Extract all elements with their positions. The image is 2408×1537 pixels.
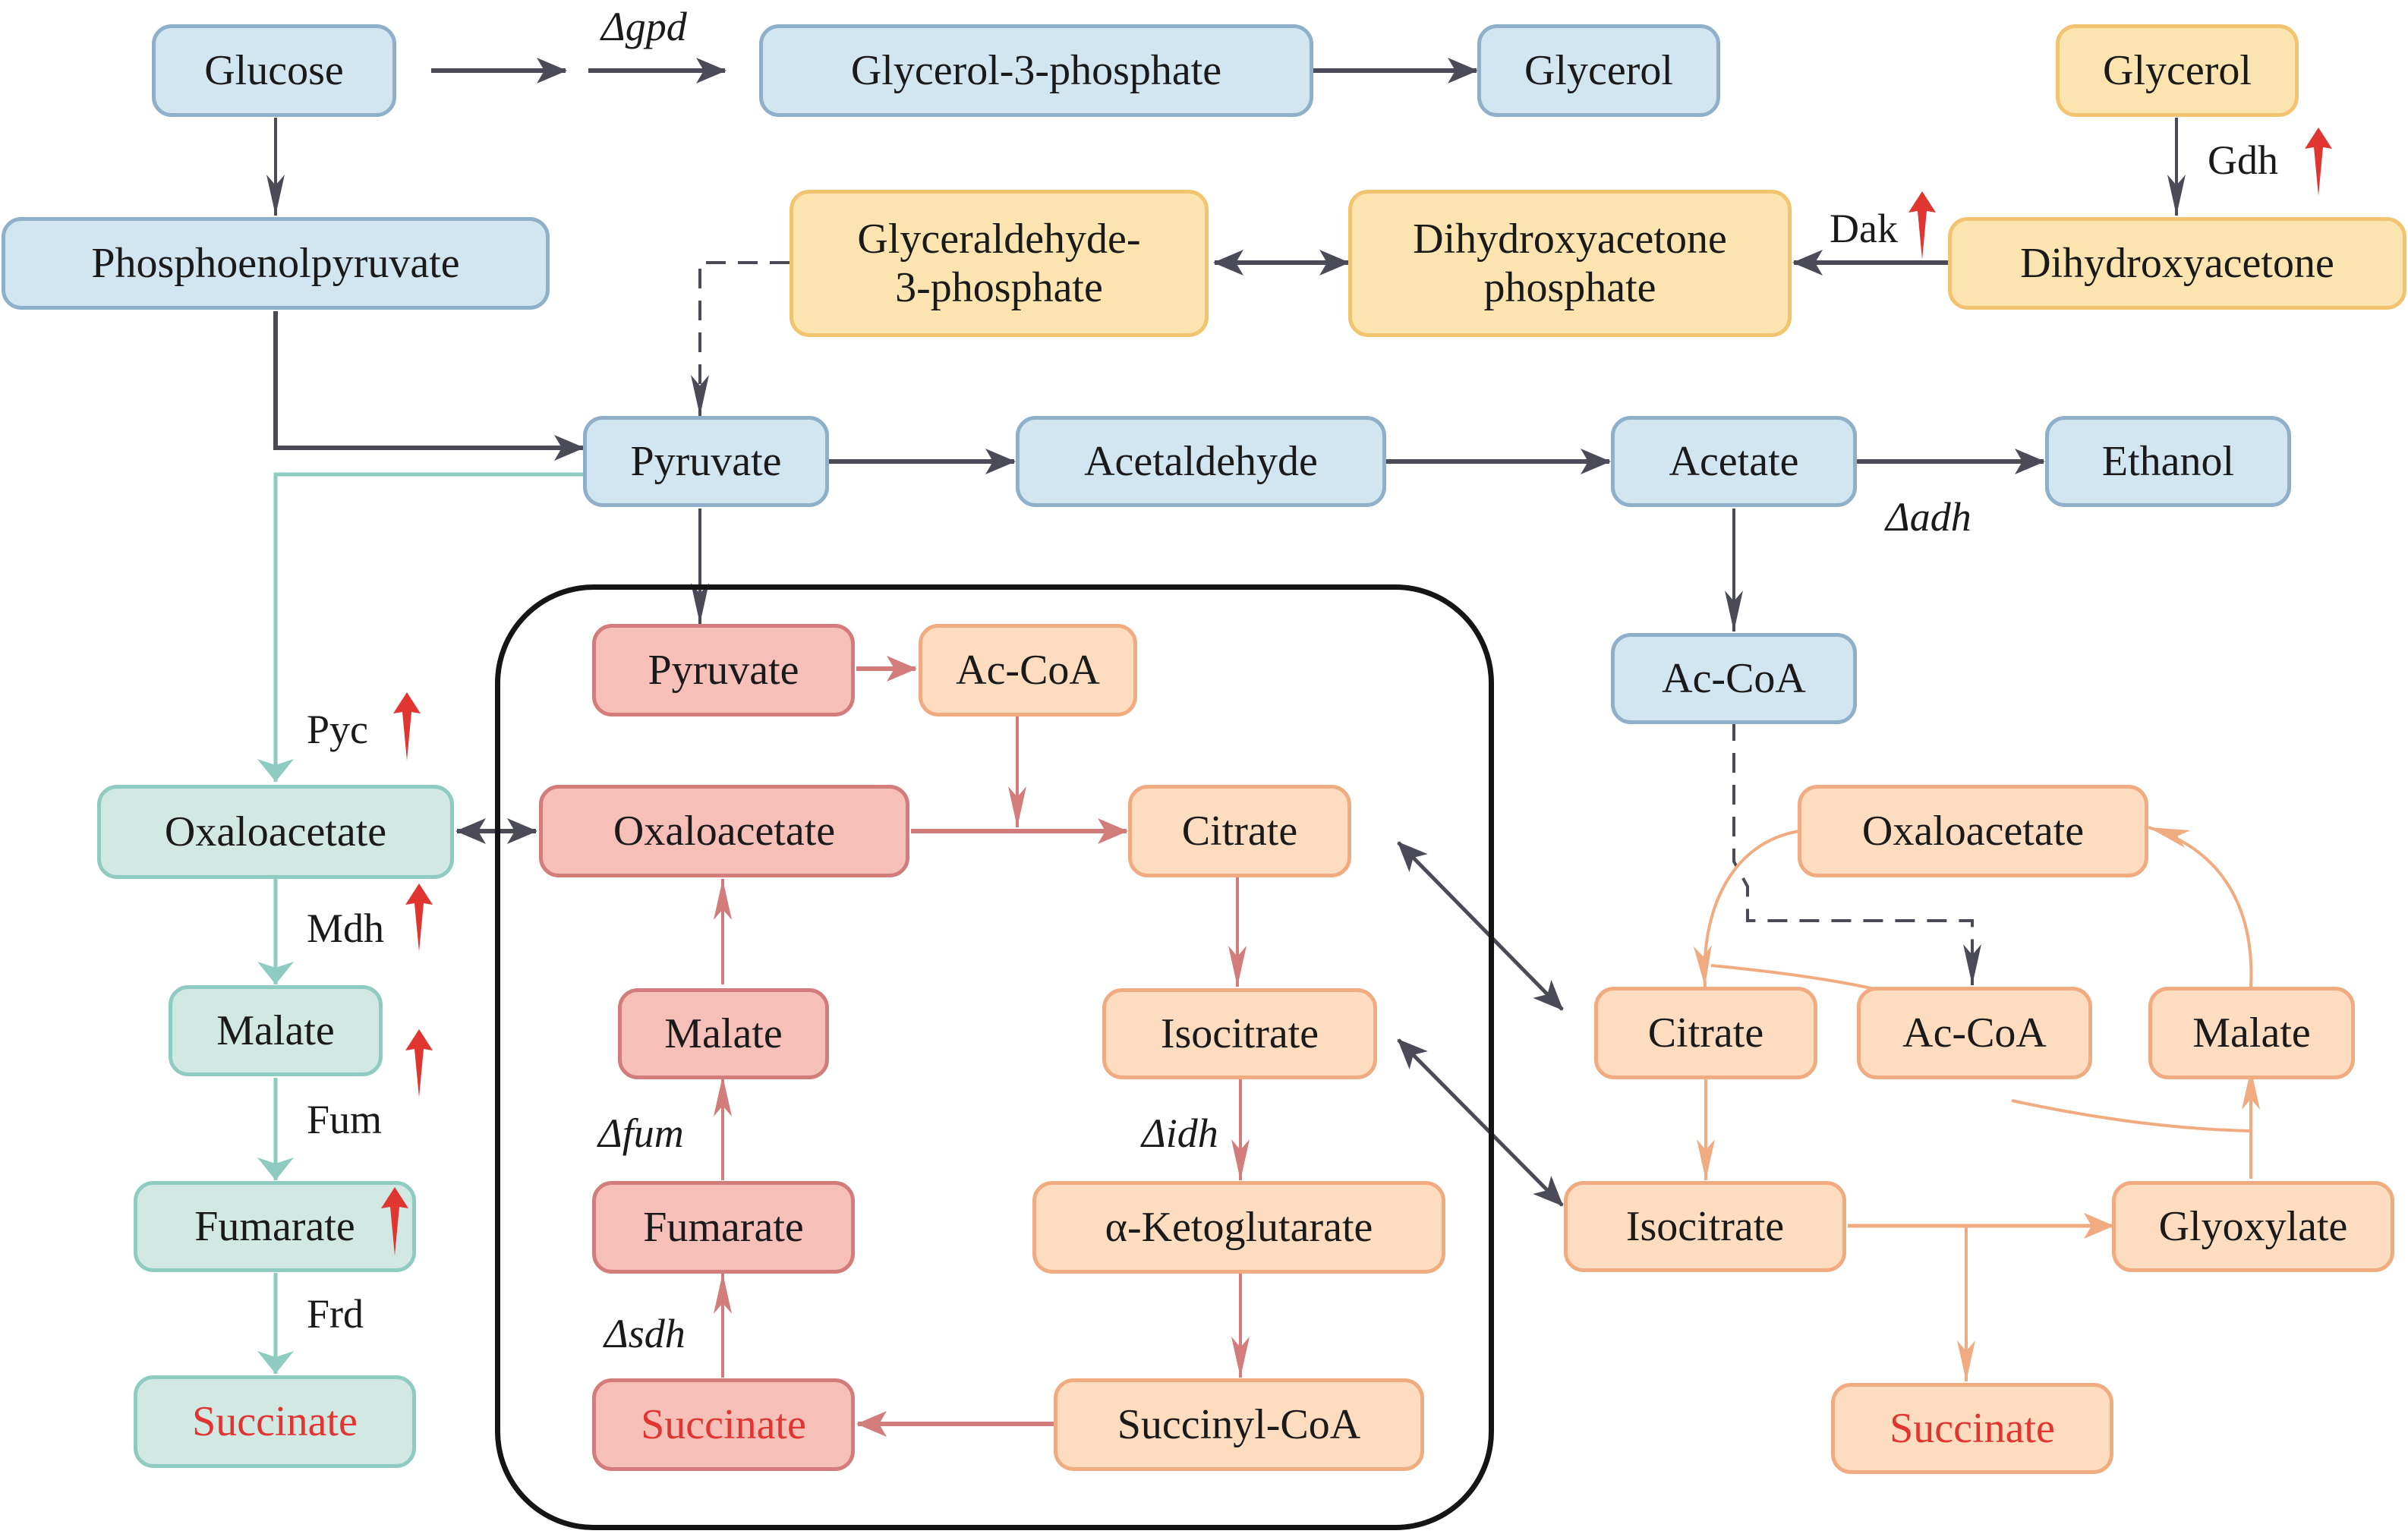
node-fumarate-reductive-label: Fumarate [194, 1202, 355, 1250]
node-malate-mito-label: Malate [664, 1009, 783, 1057]
node-isocitrate-mito[interactable]: Isocitrate [1102, 988, 1377, 1079]
node-glyceraldehyde-3-phosphate[interactable]: Glyceraldehyde-3-phosphate [790, 190, 1209, 337]
node-succinyl-coa[interactable]: Succinyl-CoA [1054, 1378, 1424, 1471]
node-pyruvate-label: Pyruvate [630, 437, 782, 485]
node-glycerol-3-phosphate[interactable]: Glycerol-3-phosphate [759, 24, 1313, 117]
node-acetate-label: Acetate [1669, 437, 1799, 485]
node-malate-mito[interactable]: Malate [618, 988, 829, 1079]
arrow-isocitrate-transport [1397, 1038, 1564, 1207]
node-glyoxylate-label: Glyoxylate [2158, 1202, 2348, 1250]
node-glyoxylate[interactable]: Glyoxylate [2112, 1181, 2394, 1272]
red-up-arrow-icon [405, 1029, 433, 1098]
node-dihydroxyacetone-label: Dihydroxyacetone [2020, 239, 2334, 287]
node-citrate-glyoxylate[interactable]: Citrate [1594, 987, 1817, 1079]
node-oxaloacetate-mito[interactable]: Oxaloacetate [539, 785, 909, 877]
node-ac-coa-cytosol[interactable]: Ac-CoA [1611, 633, 1857, 724]
node-pyruvate[interactable]: Pyruvate [583, 416, 829, 507]
node-ac-coa-mito-label: Ac-CoA [956, 646, 1100, 694]
node-dhap-label-line1: Dihydroxyacetone [1413, 215, 1727, 263]
node-glycerol-3-phosphate-label: Glycerol-3-phosphate [850, 46, 1222, 94]
node-oxaloacetate-mito-label: Oxaloacetate [613, 807, 836, 855]
deletion-label-fum: Δfum [598, 1110, 684, 1156]
enzyme-label-dak: Dak [1830, 206, 1898, 251]
node-oxaloacetate-glyoxylate-label: Oxaloacetate [1861, 807, 2085, 855]
node-fumarate-reductive[interactable]: Fumarate [134, 1181, 416, 1272]
node-g3p-label-line1: Glyceraldehyde- [857, 215, 1141, 263]
red-up-arrow-icon [1908, 191, 1936, 260]
node-dihydroxyacetone[interactable]: Dihydroxyacetone [1948, 217, 2406, 310]
arrow-oaa-to-citrate-glyoxylate [1693, 830, 1800, 987]
node-succinate-reductive-label: Succinate [192, 1397, 358, 1445]
node-succinate-glyoxylate[interactable]: Succinate [1831, 1383, 2113, 1474]
accoa-feed-to-malate [2011, 1099, 2252, 1132]
red-up-arrow-icon [393, 692, 421, 761]
node-ethanol[interactable]: Ethanol [2045, 416, 2291, 507]
dashed-arrow-g3p-to-pyruvate [691, 261, 790, 416]
arrow-pyruvate-to-oxaloacetate-pyc [257, 472, 583, 782]
node-succinate-mito-label: Succinate [641, 1400, 806, 1448]
arrow-pep-to-pyruvate [273, 311, 585, 461]
node-acetaldehyde-label: Acetaldehyde [1084, 437, 1318, 485]
node-pyruvate-mito[interactable]: Pyruvate [592, 624, 855, 717]
deletion-label-adh: Δadh [1886, 494, 1971, 540]
enzyme-label-pyc: Pyc [307, 707, 368, 752]
node-succinyl-coa-label: Succinyl-CoA [1117, 1400, 1361, 1448]
node-ethanol-label: Ethanol [2101, 437, 2235, 485]
node-glucose[interactable]: Glucose [152, 24, 396, 117]
node-oxaloacetate-reductive-label: Oxaloacetate [164, 808, 387, 855]
node-acetaldehyde[interactable]: Acetaldehyde [1016, 416, 1386, 507]
node-fumarate-mito-label: Fumarate [643, 1203, 804, 1251]
red-up-arrow-icon [405, 883, 433, 952]
node-citrate-mito-label: Citrate [1181, 807, 1298, 855]
node-acetate[interactable]: Acetate [1611, 416, 1857, 507]
node-isocitrate-glyoxylate[interactable]: Isocitrate [1564, 1181, 1846, 1272]
enzyme-label-fum: Fum [307, 1097, 383, 1142]
node-dhap-label-line2: phosphate [1483, 264, 1656, 311]
node-ac-coa-cytosol-label: Ac-CoA [1662, 654, 1806, 702]
deletion-label-gpd: Δgpd [601, 4, 687, 49]
red-up-arrow-icon [2305, 128, 2332, 196]
node-isocitrate-glyoxylate-label: Isocitrate [1625, 1202, 1785, 1250]
node-glycerol-substrate-label: Glycerol [2103, 46, 2252, 94]
node-glucose-label: Glucose [204, 46, 344, 94]
enzyme-label-gdh: Gdh [2208, 137, 2278, 183]
node-citrate-mito[interactable]: Citrate [1128, 785, 1351, 877]
dashed-arrow-accoa-to-glyoxylate-accoa [1732, 721, 1981, 985]
arrow-citrate-transport [1397, 841, 1564, 1011]
node-succinate-glyoxylate-label: Succinate [1890, 1404, 2055, 1452]
node-pyruvate-mito-label: Pyruvate [648, 646, 799, 694]
node-malate-glyoxylate-label: Malate [2192, 1009, 2311, 1057]
red-up-arrow-icon [381, 1187, 408, 1255]
node-oxaloacetate-reductive[interactable]: Oxaloacetate [97, 785, 454, 879]
node-succinate-reductive[interactable]: Succinate [134, 1375, 416, 1468]
node-alpha-ketoglutarate[interactable]: α-Ketoglutarate [1032, 1181, 1445, 1274]
node-citrate-glyoxylate-label: Citrate [1647, 1009, 1764, 1057]
node-succinate-mito[interactable]: Succinate [592, 1378, 855, 1471]
deletion-label-idh: Δidh [1142, 1110, 1218, 1156]
node-glycerol-substrate[interactable]: Glycerol [2056, 24, 2299, 117]
node-alpha-ketoglutarate-label: α-Ketoglutarate [1105, 1203, 1373, 1251]
node-glycerol-product[interactable]: Glycerol [1477, 24, 1720, 117]
node-phosphoenolpyruvate-label: Phosphoenolpyruvate [91, 239, 460, 287]
node-malate-reductive[interactable]: Malate [169, 985, 383, 1076]
node-fumarate-mito[interactable]: Fumarate [592, 1181, 855, 1274]
node-malate-reductive-label: Malate [216, 1006, 335, 1054]
node-ac-coa-mito[interactable]: Ac-CoA [919, 624, 1137, 717]
node-g3p-label-line2: 3-phosphate [895, 264, 1103, 311]
deletion-label-sdh: Δsdh [604, 1311, 686, 1356]
node-malate-glyoxylate[interactable]: Malate [2148, 987, 2355, 1079]
node-oxaloacetate-glyoxylate[interactable]: Oxaloacetate [1798, 785, 2148, 877]
mitochondrion-compartment [495, 584, 1494, 1530]
arrow-malate-to-oaa-glyoxylate [2148, 826, 2253, 987]
node-ac-coa-glyoxylate[interactable]: Ac-CoA [1857, 987, 2092, 1079]
node-ac-coa-glyoxylate-label: Ac-CoA [1902, 1009, 2047, 1057]
node-phosphoenolpyruvate[interactable]: Phosphoenolpyruvate [2, 217, 550, 310]
enzyme-label-mdh: Mdh [307, 906, 385, 951]
node-isocitrate-mito-label: Isocitrate [1160, 1009, 1319, 1057]
enzyme-label-frd: Frd [307, 1291, 364, 1337]
node-glycerol-product-label: Glycerol [1524, 46, 1673, 94]
